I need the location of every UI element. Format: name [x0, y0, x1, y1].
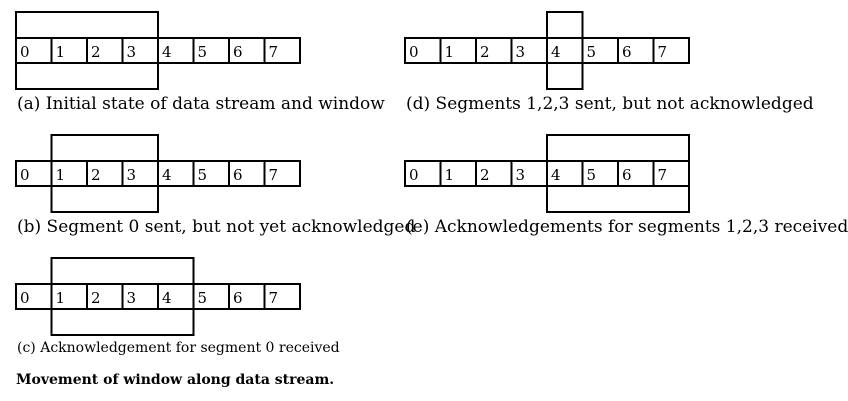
segment-label: 1	[445, 166, 455, 184]
segment-label: 6	[233, 166, 243, 184]
segment-label: 7	[269, 43, 279, 61]
segment-label: 3	[516, 166, 526, 184]
segment-label: 3	[127, 289, 137, 307]
panel-c: 0 1 2 3 4 5 6 7	[15, 257, 301, 336]
segment-label: 2	[480, 166, 490, 184]
caption-b: (b) Segment 0 sent, but not yet acknowle…	[17, 217, 416, 237]
sliding-window	[50, 134, 159, 213]
segment-label: 2	[91, 166, 101, 184]
segment-label: 7	[269, 289, 279, 307]
segment-label: 2	[91, 43, 101, 61]
sliding-window	[546, 134, 690, 213]
segment-label: 6	[233, 43, 243, 61]
segment-label: 1	[56, 166, 66, 184]
sliding-window	[15, 11, 159, 90]
segment-label: 0	[20, 289, 30, 307]
caption-a: (a) Initial state of data stream and win…	[17, 94, 385, 114]
segment-label: 0	[409, 166, 419, 184]
caption-e: (e) Acknowledgements for segments 1,2,3 …	[406, 217, 848, 237]
segment-label: 6	[622, 166, 632, 184]
segment-label: 7	[658, 43, 668, 61]
segment-label: 7	[269, 166, 279, 184]
segment-label: 5	[198, 166, 208, 184]
segment-label: 4	[551, 43, 561, 61]
segment-label: 4	[162, 43, 172, 61]
segment-label: 0	[20, 43, 30, 61]
segment-label: 6	[622, 43, 632, 61]
segment-label: 3	[127, 166, 137, 184]
segment-label: 5	[587, 166, 597, 184]
panel-e: 0 1 2 3 4 5 6 7	[404, 134, 690, 213]
segment-label: 0	[409, 43, 419, 61]
segment-label: 1	[56, 289, 66, 307]
segment-label: 6	[233, 289, 243, 307]
segment-label: 1	[56, 43, 66, 61]
panel-a: 0 1 2 3 4 5 6 7	[15, 11, 301, 90]
segment-label: 1	[445, 43, 455, 61]
segment-label: 0	[20, 166, 30, 184]
caption-c: (c) Acknowledgement for segment 0 receiv…	[17, 340, 340, 356]
sliding-window	[50, 257, 195, 336]
segment-label: 2	[91, 289, 101, 307]
segment-label: 4	[162, 289, 172, 307]
figure-caption: Movement of window along data stream.	[16, 372, 335, 388]
panel-d: 0 1 2 3 4 5 6 7	[404, 11, 690, 90]
sliding-window	[546, 11, 584, 90]
segment-label: 4	[551, 166, 561, 184]
segment-label: 7	[658, 166, 668, 184]
segment-label: 3	[516, 43, 526, 61]
segment-label: 4	[162, 166, 172, 184]
segment-label: 3	[127, 43, 137, 61]
segment-label: 2	[480, 43, 490, 61]
panel-b: 0 1 2 3 4 5 6 7	[15, 134, 301, 213]
segment-label: 5	[198, 43, 208, 61]
segment-label: 5	[198, 289, 208, 307]
caption-d: (d) Segments 1,2,3 sent, but not acknowl…	[406, 94, 814, 114]
segment-label: 5	[587, 43, 597, 61]
